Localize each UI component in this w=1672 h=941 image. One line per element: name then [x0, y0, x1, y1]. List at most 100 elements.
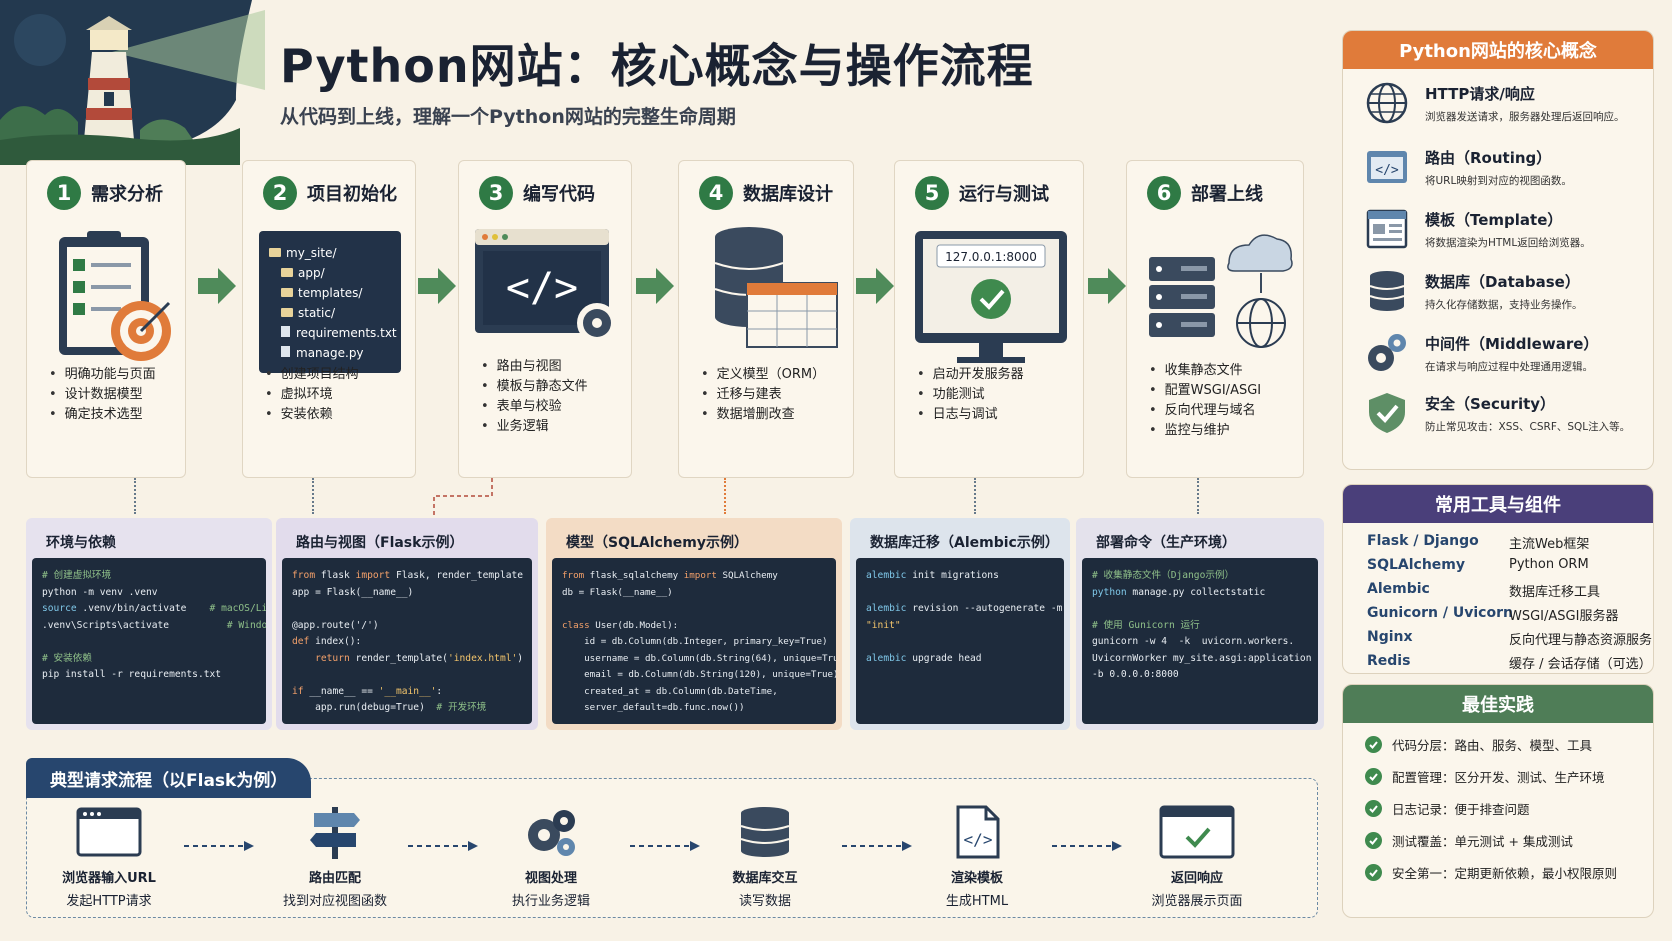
database-icon	[740, 807, 790, 857]
code-block: from flask import Flask, render_template…	[282, 558, 532, 724]
list-item: 收集静态文件	[1149, 361, 1261, 381]
tool-name: Gunicorn / Uvicorn	[1367, 605, 1513, 621]
list-item: 虚拟环境	[265, 385, 359, 405]
svg-text:</>: </>	[506, 265, 578, 311]
best-practice-item: 安全第一：定期更新依赖，最小权限原则	[1365, 863, 1617, 882]
code-line: created_at = db.Column(db.DateTime,	[562, 685, 778, 697]
gears-icon	[528, 810, 575, 856]
connector-line	[433, 478, 493, 518]
folder-icon	[281, 268, 293, 277]
folder-icon	[269, 248, 281, 257]
concept-title: HTTP请求/响应	[1425, 84, 1535, 103]
step-3-list: 路由与视图 模板与静态文件 表单与校验 业务逻辑	[481, 357, 588, 437]
concept-item: 安全（Security）防止常见攻击：XSS、CSRF、SQL注入等。	[1365, 391, 1630, 435]
tool-desc: Python ORM	[1509, 557, 1589, 572]
globe-icon	[1366, 82, 1408, 124]
code-block: # 收集静态文件（Django示例）python manage.py colle…	[1082, 558, 1318, 724]
concept-item: </> 路由（Routing）将URL映射到对应的视图函数。	[1365, 145, 1572, 189]
flow-step-label: 返回响应	[1170, 871, 1223, 886]
tools-title: 常用工具与组件	[1343, 485, 1653, 523]
code-line: server_default=db.func.now())	[562, 702, 745, 713]
tool-name: Nginx	[1367, 629, 1413, 645]
tool-desc: WSGI/ASGI服务器	[1509, 609, 1619, 624]
step-number: 2	[263, 176, 297, 210]
code-line: pip install -r requirements.txt	[42, 669, 222, 680]
code-panel-env: 环境与依赖 # 创建虚拟环境 python -m venv .venv source…	[26, 518, 272, 730]
list-item: 启动开发服务器	[917, 365, 1024, 385]
concept-item: HTTP请求/响应浏览器发送请求，服务器处理后返回响应。	[1365, 81, 1625, 125]
list-item: 数据增删改查	[701, 405, 825, 425]
concept-desc: 在请求与响应过程中处理通用逻辑。	[1425, 360, 1593, 373]
check-icon	[1365, 864, 1382, 881]
step-2-list: 创建项目结构 虚拟环境 安装依赖	[265, 365, 359, 425]
flow-arrow-icon	[1052, 841, 1122, 851]
code-line	[1092, 601, 1308, 618]
shield-icon	[1369, 393, 1405, 433]
list-item: 反向代理与域名	[1149, 401, 1261, 421]
tool-desc: 数据库迁移工具	[1509, 585, 1601, 600]
best-practice-item: 配置管理：区分开发、测试、生产环境	[1365, 767, 1605, 786]
svg-text:127.0.0.1:8000: 127.0.0.1:8000	[945, 250, 1037, 264]
step-number: 1	[47, 176, 81, 210]
concept-title: 路由（Routing）	[1425, 148, 1552, 167]
list-item: 表单与校验	[481, 397, 588, 417]
code-panel-model: 模型（SQLAlchemy示例） from flask_sqlalchemy i…	[546, 518, 842, 730]
code-line	[866, 634, 1054, 651]
list-item: 创建项目结构	[265, 365, 359, 385]
code-line: username = db.Column(db.String(64), uniq…	[562, 652, 836, 664]
code-panel-migration: 数据库迁移（Alembic示例） alembic init migrations…	[850, 518, 1070, 730]
code-line: id = db.Column(db.Integer, primary_key=T…	[562, 636, 828, 647]
flow-step-response: 返回响应 浏览器展示页面	[1112, 805, 1282, 909]
best-practice-panel: 最佳实践 代码分层：路由、服务、模型、工具 配置管理：区分开发、测试、生产环境 …	[1342, 684, 1654, 918]
list-item: 模板与静态文件	[481, 377, 588, 397]
step-title: 需求分析	[91, 184, 163, 205]
code-block: alembic init migrations alembic revision…	[856, 558, 1064, 724]
check-icon	[1365, 736, 1382, 753]
step-number: 6	[1147, 176, 1181, 210]
code-line: source .venv/bin/activate # macOS/Linux	[42, 603, 266, 614]
step-arrow-icon	[1088, 268, 1126, 304]
code-line: "init"	[866, 619, 901, 631]
lighthouse-illustration	[0, 0, 265, 165]
list-item: 定义模型（ORM）	[701, 365, 825, 385]
best-practice-item: 测试覆盖：单元测试 + 集成测试	[1365, 831, 1573, 850]
code-line: email = db.Column(db.String(120), unique…	[562, 669, 836, 680]
flow-step-label: 渲染模板	[950, 871, 1003, 886]
code-line: # 创建虚拟环境	[42, 570, 112, 581]
panel-title: 模型（SQLAlchemy示例）	[566, 535, 749, 551]
concept-desc: 防止常见攻击：XSS、CSRF、SQL注入等。	[1425, 420, 1631, 433]
best-practice-item: 日志记录：便于排查问题	[1365, 799, 1530, 818]
flow-step-browser: 浏览器输入URL 发起HTTP请求	[24, 805, 194, 909]
connector-line	[1197, 478, 1199, 514]
code-line: python manage.py collectstatic	[1092, 586, 1266, 598]
code-line: python -m venv .venv	[42, 586, 158, 598]
list-item: 配置WSGI/ASGI	[1149, 381, 1261, 401]
folder-icon	[281, 288, 293, 297]
list-item: 安装依赖	[265, 405, 359, 425]
code-line: .venv\Scripts\activate # Windows	[42, 619, 266, 631]
core-concepts-panel: Python网站的核心概念 HTTP请求/响应浏览器发送请求，服务器处理后返回响…	[1342, 30, 1654, 470]
concept-desc: 持久化存储数据，支持业务操作。	[1425, 298, 1583, 311]
step-number: 3	[479, 176, 513, 210]
flow-arrow-icon	[184, 841, 254, 851]
step-arrow-icon	[636, 268, 674, 304]
code-icon: </>	[1367, 151, 1407, 183]
code-line: from flask import Flask, render_template	[292, 570, 524, 581]
flow-step-desc: 读写数据	[738, 894, 791, 909]
list-item: 功能测试	[917, 385, 1024, 405]
list-item: 设计数据模型	[49, 385, 156, 405]
connector-line	[134, 478, 136, 514]
code-line: app.run(debug=True) # 开发环境	[292, 702, 487, 713]
panel-title: 路由与视图（Flask示例）	[296, 535, 464, 551]
code-line: alembic init migrations	[866, 570, 999, 581]
page-subtitle: 从代码到上线，理解一个Python网站的完整生命周期	[280, 106, 736, 128]
code-line	[866, 585, 1054, 602]
panel-title: 环境与依赖	[46, 535, 116, 551]
